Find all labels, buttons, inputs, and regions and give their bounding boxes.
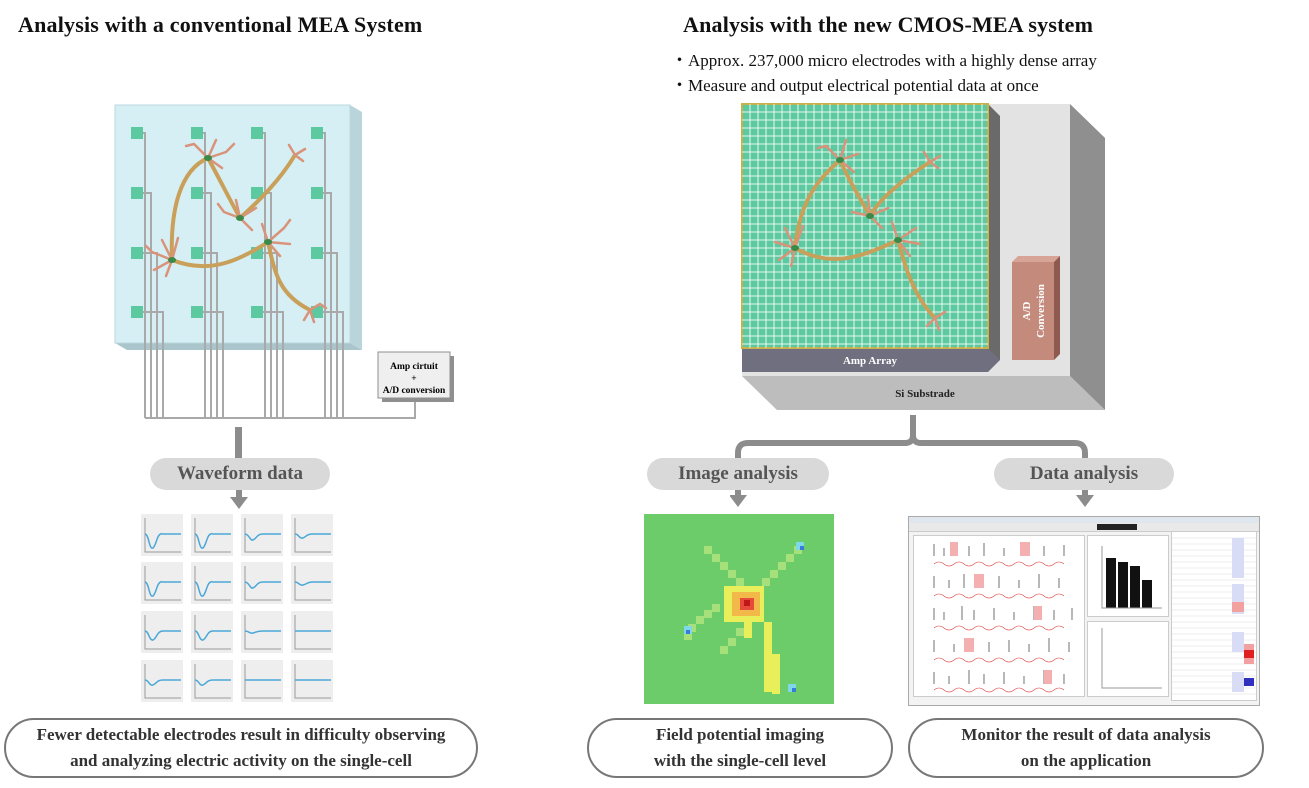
image-caption: Field potential imaging with the single-… <box>587 718 893 778</box>
data-caption-line1: Monitor the result of data analysis <box>961 725 1211 744</box>
substrate-label: Si Substrade <box>895 388 955 400</box>
left-caption: Fewer detectable electrodes result in di… <box>4 718 478 778</box>
amp-box-line3: A/D conversion <box>383 386 446 396</box>
image-caption-line1: Field potential imaging <box>655 725 825 744</box>
ad-label-line2: Conversion <box>1035 284 1047 338</box>
app-titlebar <box>909 517 1259 523</box>
bullet-electrodes: ・Approx. 237,000 micro electrodes with a… <box>671 51 1097 70</box>
amp-box-line2: + <box>411 374 416 384</box>
bullet-measure: ・Measure and output electrical potential… <box>671 76 1039 95</box>
image-analysis-pill: Image analysis <box>647 458 829 490</box>
field-potential-heatmap <box>644 514 834 704</box>
image-caption-line2: with the single-cell level <box>653 751 827 770</box>
result-list-panel <box>1171 531 1257 701</box>
analysis-software-screenshot <box>908 516 1260 706</box>
ad-label-line1: A/D <box>1021 301 1033 320</box>
split-bracket <box>730 415 1094 507</box>
amp-box-line1: Amp cirtuit <box>390 362 439 372</box>
waveform-grid <box>141 514 337 702</box>
data-caption-line2: on the application <box>1020 751 1152 770</box>
conventional-mea-diagram: Amp cirtuit + A/D conversion <box>114 104 454 419</box>
left-arrow-stem <box>235 427 242 461</box>
left-caption-line1: Fewer detectable electrodes result in di… <box>36 725 446 744</box>
cmos-chip-diagram: A/D Conversion Amp Array Si Substrade <box>741 103 1105 410</box>
left-title: Analysis with a conventional MEA System <box>18 12 423 37</box>
data-analysis-pill: Data analysis <box>994 458 1174 490</box>
scatter-panel <box>1087 621 1169 697</box>
waveform-data-pill: Waveform data <box>150 458 330 490</box>
data-caption: Monitor the result of data analysis on t… <box>908 718 1264 778</box>
trace-panel <box>913 535 1085 697</box>
down-arrow-icon <box>230 487 248 509</box>
app-toolbar <box>909 523 1259 532</box>
left-caption-line2: and analyzing electric activity on the s… <box>70 751 412 770</box>
right-title: Analysis with the new CMOS-MEA system <box>683 12 1094 37</box>
summary-bar-panel <box>1087 535 1169 617</box>
amp-array-label: Amp Array <box>843 355 898 367</box>
